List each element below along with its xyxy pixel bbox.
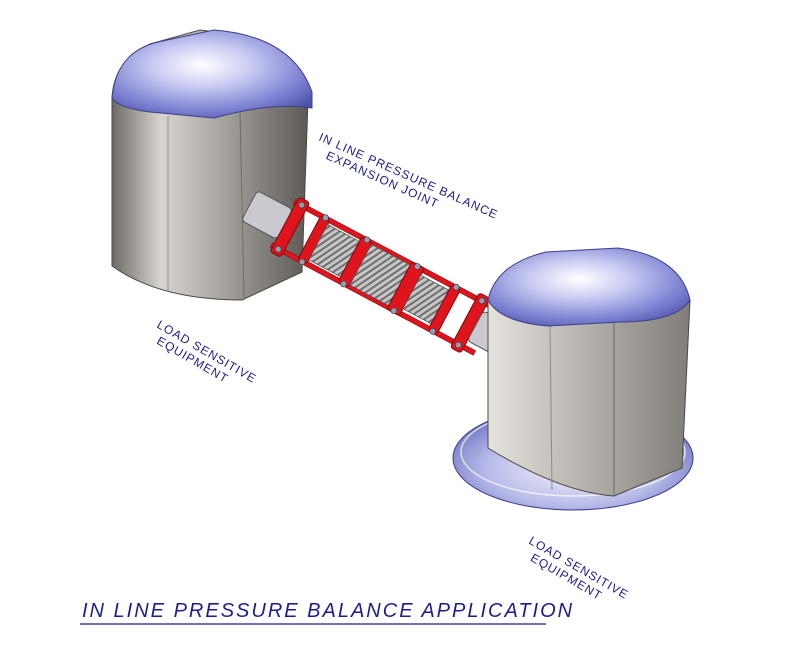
right-equipment <box>452 247 694 511</box>
left-equipment-label: LOAD SENSITIVE EQUIPMENT <box>154 317 259 385</box>
left-equipment <box>111 29 313 301</box>
diagram-title-group: IN LINE PRESSURE BALANCE APPLICATION <box>80 600 574 625</box>
joint-label: IN LINE PRESSURE BALANCE EXPANSION JOINT <box>317 130 501 222</box>
joint-label-line1: IN LINE PRESSURE BALANCE <box>317 130 501 222</box>
expansion-joint <box>242 191 518 359</box>
diagram-title: IN LINE PRESSURE BALANCE APPLICATION <box>82 600 574 622</box>
